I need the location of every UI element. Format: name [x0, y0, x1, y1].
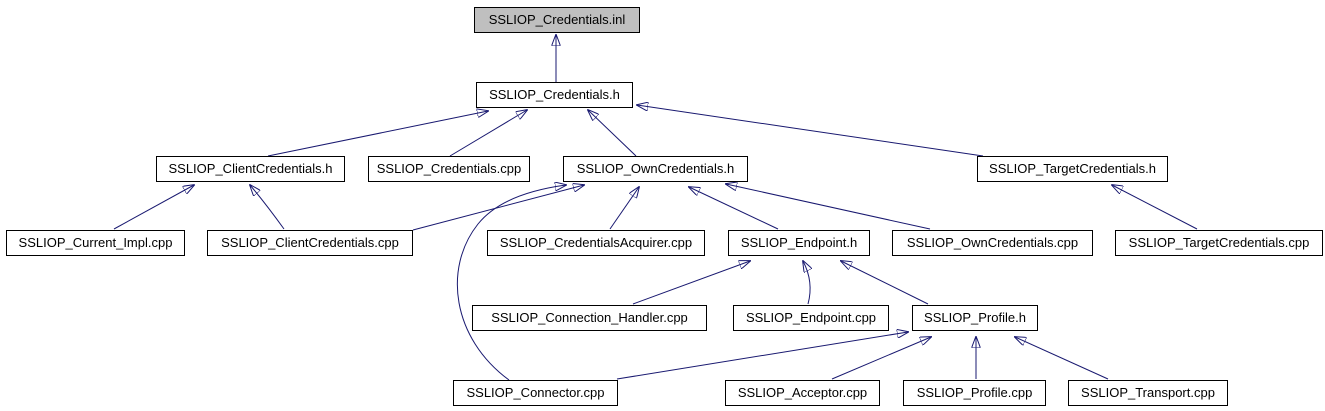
- node-ssliop-profile-h[interactable]: SSLIOP_Profile.h: [912, 305, 1038, 331]
- edge-targetcredentials-cpp-to-targetcredentials-h: [1112, 185, 1198, 230]
- node-ssliop-credentials-h[interactable]: SSLIOP_Credentials.h: [476, 82, 633, 108]
- edge-credentials-cpp-to-credentials-h: [449, 110, 527, 157]
- node-ssliop-current-impl-cpp[interactable]: SSLIOP_Current_Impl.cpp: [6, 230, 185, 256]
- node-ssliop-clientcredentials-cpp[interactable]: SSLIOP_ClientCredentials.cpp: [207, 230, 413, 256]
- edge-current-impl-cpp-to-clientcredentials-h: [113, 185, 194, 230]
- edge-connector-cpp-to-owncredentials-h: [456, 185, 566, 381]
- node-ssliop-connector-cpp[interactable]: SSLIOP_Connector.cpp: [453, 380, 618, 406]
- edge-credentialsacquirer-cpp-to-owncredentials-h: [609, 187, 639, 230]
- edge-owncredentials-h-to-credentials-h: [588, 110, 637, 157]
- node-ssliop-profile-cpp[interactable]: SSLIOP_Profile.cpp: [903, 380, 1046, 406]
- node-ssliop-acceptor-cpp[interactable]: SSLIOP_Acceptor.cpp: [725, 380, 880, 406]
- edge-connector-cpp-to-profile-h: [616, 332, 908, 380]
- node-ssliop-endpoint-cpp[interactable]: SSLIOP_Endpoint.cpp: [733, 305, 889, 331]
- node-ssliop-credentials-inl: SSLIOP_Credentials.inl: [474, 7, 640, 33]
- node-ssliop-targetcredentials-cpp[interactable]: SSLIOP_TargetCredentials.cpp: [1115, 230, 1323, 256]
- edge-clientcredentials-h-to-credentials-h: [267, 111, 488, 157]
- edge-acceptor-cpp-to-profile-h: [831, 337, 931, 380]
- node-ssliop-endpoint-h[interactable]: SSLIOP_Endpoint.h: [728, 230, 870, 256]
- edge-endpoint-cpp-to-endpoint-h: [803, 261, 810, 305]
- node-ssliop-credentials-cpp[interactable]: SSLIOP_Credentials.cpp: [368, 156, 530, 182]
- node-ssliop-clientcredentials-h[interactable]: SSLIOP_ClientCredentials.h: [156, 156, 345, 182]
- edge-connection-handler-cpp-to-endpoint-h: [632, 261, 750, 305]
- node-ssliop-connection-handler-cpp[interactable]: SSLIOP_Connection_Handler.cpp: [472, 305, 707, 331]
- edge-transport-cpp-to-profile-h: [1015, 337, 1109, 380]
- edge-profile-h-to-endpoint-h: [841, 261, 929, 305]
- edge-endpoint-h-to-owncredentials-h: [689, 187, 779, 230]
- edge-clientcredentials-cpp-to-clientcredentials-h: [250, 185, 285, 230]
- node-ssliop-targetcredentials-h[interactable]: SSLIOP_TargetCredentials.h: [977, 156, 1168, 182]
- node-ssliop-credentialsacquirer-cpp[interactable]: SSLIOP_CredentialsAcquirer.cpp: [487, 230, 705, 256]
- node-ssliop-owncredentials-h[interactable]: SSLIOP_OwnCredentials.h: [563, 156, 748, 182]
- edge-clientcredentials-cpp-to-owncredentials-h: [412, 185, 584, 231]
- edge-owncredentials-cpp-to-owncredentials-h: [726, 184, 931, 230]
- edge-targetcredentials-h-to-credentials-h: [637, 105, 984, 157]
- node-ssliop-transport-cpp[interactable]: SSLIOP_Transport.cpp: [1068, 380, 1228, 406]
- node-ssliop-owncredentials-cpp[interactable]: SSLIOP_OwnCredentials.cpp: [892, 230, 1093, 256]
